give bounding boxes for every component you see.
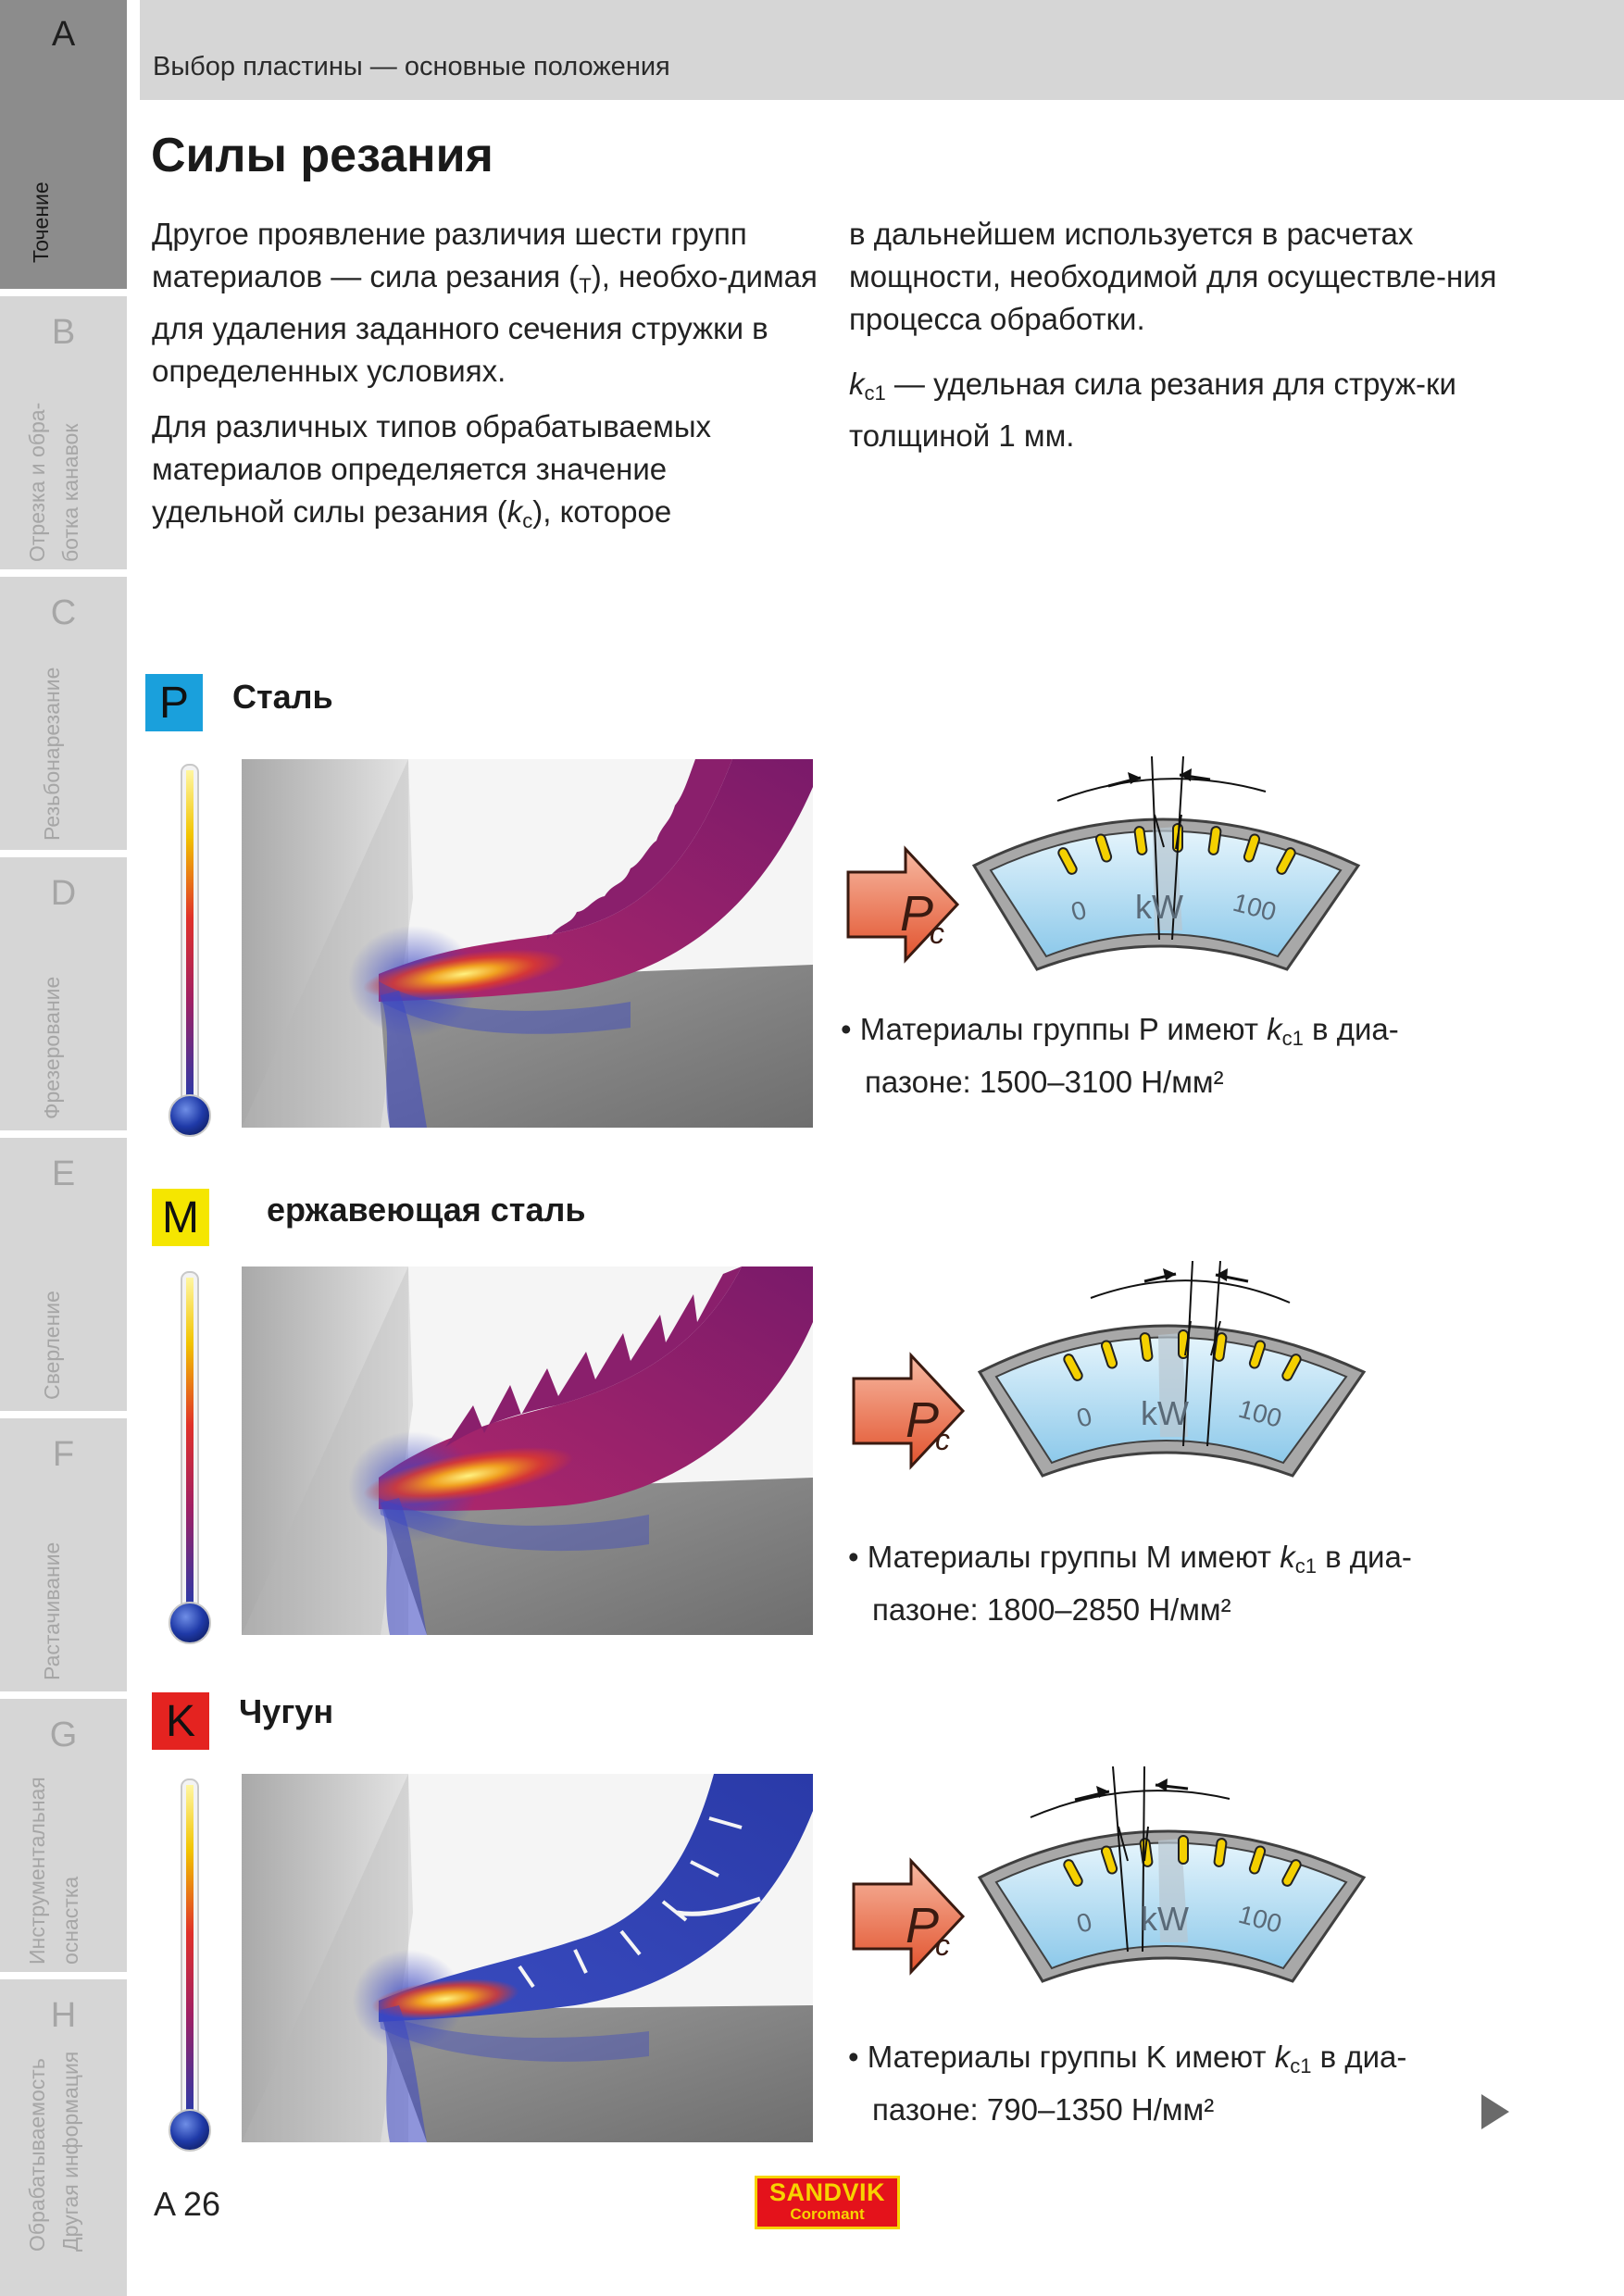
note-k: k (1267, 1012, 1282, 1046)
side-tab-label: Обрабатываемость (25, 2058, 49, 2252)
gauge-min-label: 0 (1074, 1907, 1095, 1939)
thermometer-icon (169, 1778, 211, 2152)
cutting-zone-image-p (242, 759, 813, 1128)
note-k: k (1280, 1540, 1295, 1574)
gauge-min-label: 0 (1074, 1402, 1095, 1433)
force-sub-label: c (935, 1928, 950, 1962)
intro-paragraph-4: kc1 — удельная сила резания для струж-ки… (849, 363, 1488, 457)
intro-text: — удельная сила резания для струж-ки тол… (849, 367, 1456, 453)
material-badge-m: M (152, 1189, 209, 1246)
note-subscript: c1 (1281, 1027, 1304, 1050)
intro-k: k (506, 494, 523, 529)
material-title-p: Сталь (232, 678, 333, 716)
side-tab-label: Сверление (40, 1291, 64, 1400)
intro-text: Для различных типов обрабатываемых матер… (152, 409, 712, 529)
side-tab-label: Растачивание (40, 1541, 64, 1680)
material-title-k: Чугун (239, 1692, 334, 1730)
note-subscript: c1 (1294, 1554, 1317, 1578)
side-tab-d[interactable]: D Фрезерование (0, 857, 127, 1130)
side-tab-label-2: оснастка (58, 1876, 82, 1965)
thermometer-icon (169, 1271, 211, 1644)
note-text: в диа- (1311, 2040, 1407, 2074)
material-note-k: • Материалы группы K имеют kc1 в диа-паз… (848, 2040, 1407, 2127)
note-text: Материалы группы M имеют (867, 1540, 1280, 1574)
side-tab-letter: F (52, 1435, 75, 1474)
side-tab-c[interactable]: C Резьбонарезание (0, 577, 127, 850)
logo-line-1: SANDVIK (768, 2178, 885, 2206)
power-gauge-k: P c 0 kW 100 (852, 1766, 1367, 1983)
side-tab-e[interactable]: E Сверление (0, 1138, 127, 1411)
note-range: пазоне: 1800–2850 Н/мм² (872, 1592, 1231, 1627)
note-range: пазоне: 1500–3100 Н/мм² (865, 1065, 1224, 1099)
next-page-arrow-icon[interactable] (1481, 2094, 1509, 2129)
intro-paragraph-2: Для различных типов обрабатываемых матер… (152, 406, 791, 543)
side-tab-label-2: ботка канавок (58, 423, 82, 562)
side-tab-letter: H (50, 1996, 77, 2035)
intro-paragraph-3: в дальнейшем используется в расчетах мощ… (849, 217, 1497, 336)
cutting-zone-image-k (242, 1774, 813, 2142)
material-note-m: • Материалы группы M имеют kc1 в диа-паз… (848, 1540, 1412, 1627)
side-tab-letter: C (50, 593, 77, 632)
intro-subscript: T (579, 274, 592, 297)
side-tab-letter: B (51, 313, 76, 352)
sandvik-logo: SANDVIK Coromant (755, 2176, 900, 2229)
intro-k: k (849, 367, 865, 401)
gauge-min-label: 0 (1068, 895, 1090, 927)
header-bar (140, 0, 1624, 100)
note-subscript: c1 (1290, 2054, 1312, 2078)
force-label: P (906, 1392, 939, 1448)
force-sub-label: c (930, 917, 944, 950)
intro-subscript: c (522, 509, 533, 532)
note-k: k (1274, 2040, 1291, 2074)
page-number: A 26 (154, 2185, 221, 2223)
side-tab-letter: D (50, 874, 77, 913)
intro-subscript: c1 (864, 381, 886, 405)
material-title-m: ержавеющая сталь (267, 1191, 586, 1229)
intro-text: ), которое (532, 494, 672, 529)
side-tab-letter: A (51, 15, 76, 54)
note-text: Материалы группы P имеют (859, 1012, 1268, 1046)
intro-paragraph-1: Другое проявление различия шести групп м… (152, 213, 818, 393)
gauge-unit-label: kW (1135, 888, 1183, 926)
gauge-unit-label: kW (1141, 1900, 1189, 1938)
side-tab-h[interactable]: H Обрабатываемость Другая информация (0, 1979, 127, 2296)
force-label: P (900, 886, 933, 942)
header-title: Выбор пластины — основные положения (153, 52, 670, 81)
thermometer-icon (169, 764, 211, 1137)
force-sub-label: c (935, 1423, 950, 1456)
logo-line-2: Coromant (790, 2205, 865, 2223)
side-tab-f[interactable]: F Растачивание (0, 1418, 127, 1691)
cutting-zone-image-m (242, 1267, 813, 1635)
side-tab-b[interactable]: B Отрезка и обра- ботка канавок (0, 296, 127, 569)
intro-text: Другое проявление различия шести групп м… (152, 217, 747, 293)
side-tab-label-2: Другая информация (58, 2051, 82, 2252)
note-range: пазоне: 790–1350 Н/мм² (872, 2092, 1215, 2127)
side-tab-label: Инструментальная (25, 1777, 49, 1965)
side-tab-a[interactable]: A Точение (0, 0, 127, 289)
gauge-unit-label: kW (1141, 1394, 1189, 1432)
note-text: в диа- (1316, 1540, 1412, 1574)
material-badge-p: P (145, 674, 203, 731)
side-tab-label: Фрезерование (40, 976, 64, 1119)
side-tab-label: Резьбонарезание (40, 667, 64, 841)
note-text: в диа- (1303, 1012, 1399, 1046)
side-tab-letter: E (51, 1154, 76, 1193)
note-text: Материалы группы K имеют (867, 2040, 1275, 2074)
material-badge-k: K (152, 1692, 209, 1750)
force-label: P (906, 1898, 939, 1953)
side-tab-label: Отрезка и обра- (25, 402, 49, 562)
page-title: Силы резания (151, 129, 493, 182)
power-gauge-p: P c 0 kW 100 (846, 755, 1361, 971)
intro-text: ), необхо-димая для удаления заданного с… (152, 259, 818, 388)
side-tab-label: Точение (29, 181, 53, 263)
power-gauge-m: P c 0 kW 100 (852, 1261, 1367, 1478)
side-tab-g[interactable]: G Инструментальная оснастка (0, 1699, 127, 1972)
side-tab-letter: G (49, 1716, 78, 1754)
material-note-p: • Материалы группы P имеют kc1 в диа-паз… (841, 1012, 1399, 1099)
